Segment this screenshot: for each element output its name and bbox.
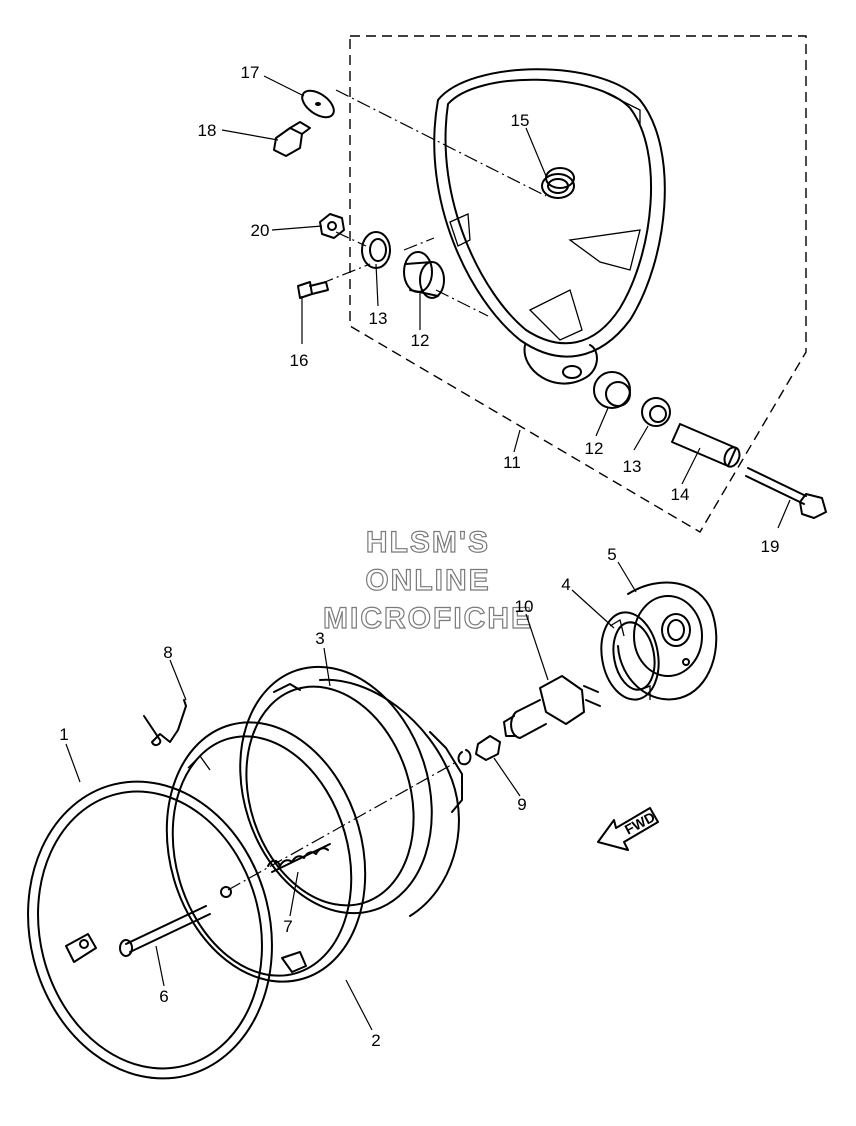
leader-lines — [65, 75, 791, 1031]
align-line-upper-5 — [403, 237, 435, 251]
callout-16: 16 — [290, 351, 309, 370]
callout-18: 18 — [198, 121, 217, 140]
headlight-housing — [433, 68, 666, 385]
callout-1: 1 — [59, 725, 68, 744]
callout-12a: 12 — [411, 331, 430, 350]
watermark: HLSM'S ONLINE MICROFICHE — [322, 525, 533, 635]
watermark-line2: ONLINE — [365, 564, 490, 597]
watermark-line3: MICROFICHE — [323, 602, 533, 635]
mounting-ring-2 — [165, 721, 367, 983]
damper-12b — [593, 371, 631, 409]
callout-12b: 12 — [585, 439, 604, 458]
callout-7: 7 — [283, 917, 292, 936]
callout-13b: 13 — [623, 457, 642, 476]
assembly-boundary — [349, 35, 807, 533]
callout-15: 15 — [511, 111, 530, 130]
callout-10: 10 — [515, 597, 534, 616]
callout-4: 4 — [561, 575, 570, 594]
align-line-upper-4 — [435, 289, 489, 317]
callout-3: 3 — [315, 629, 324, 648]
damper-12a — [403, 251, 445, 299]
adjuster-9 — [457, 735, 501, 766]
align-line-upper-2 — [335, 231, 367, 247]
callout-19: 19 — [761, 537, 780, 556]
grommet-15 — [541, 167, 575, 199]
callout-9: 9 — [517, 795, 526, 814]
spring-7 — [267, 843, 331, 873]
fwd-arrow-icon: FWD — [597, 807, 659, 851]
bolt-18 — [273, 121, 311, 157]
callout-17: 17 — [241, 63, 260, 82]
callouts: 17 18 20 16 13 12 15 11 12 13 14 19 5 4 … — [59, 63, 779, 1050]
bolt-19 — [745, 467, 827, 519]
callout-14: 14 — [671, 485, 690, 504]
collar-13a — [361, 231, 391, 269]
collar-13b — [641, 397, 671, 427]
callout-2: 2 — [371, 1031, 380, 1050]
reflector-unit-3 — [239, 665, 463, 973]
callout-5: 5 — [607, 545, 616, 564]
align-line-upper-1 — [335, 89, 547, 197]
bulb-10 — [503, 675, 601, 739]
watermark-line1: HLSM'S — [366, 526, 490, 559]
screw-16 — [297, 281, 329, 299]
callout-11: 11 — [503, 453, 521, 472]
socket-cover-5 — [617, 581, 718, 701]
callout-20: 20 — [251, 221, 270, 240]
align-line-lower — [227, 759, 461, 891]
callout-13a: 13 — [369, 309, 388, 328]
align-line-upper-3 — [319, 263, 371, 285]
wire-clip-8 — [143, 699, 187, 747]
nut-20 — [319, 213, 345, 239]
spacer-14 — [671, 423, 741, 468]
callout-6: 6 — [159, 987, 168, 1006]
screw-6 — [119, 905, 211, 957]
holder-ring-4 — [600, 611, 660, 701]
rim-1 — [27, 780, 273, 1080]
callout-8: 8 — [163, 643, 172, 662]
washer-17 — [301, 89, 335, 119]
